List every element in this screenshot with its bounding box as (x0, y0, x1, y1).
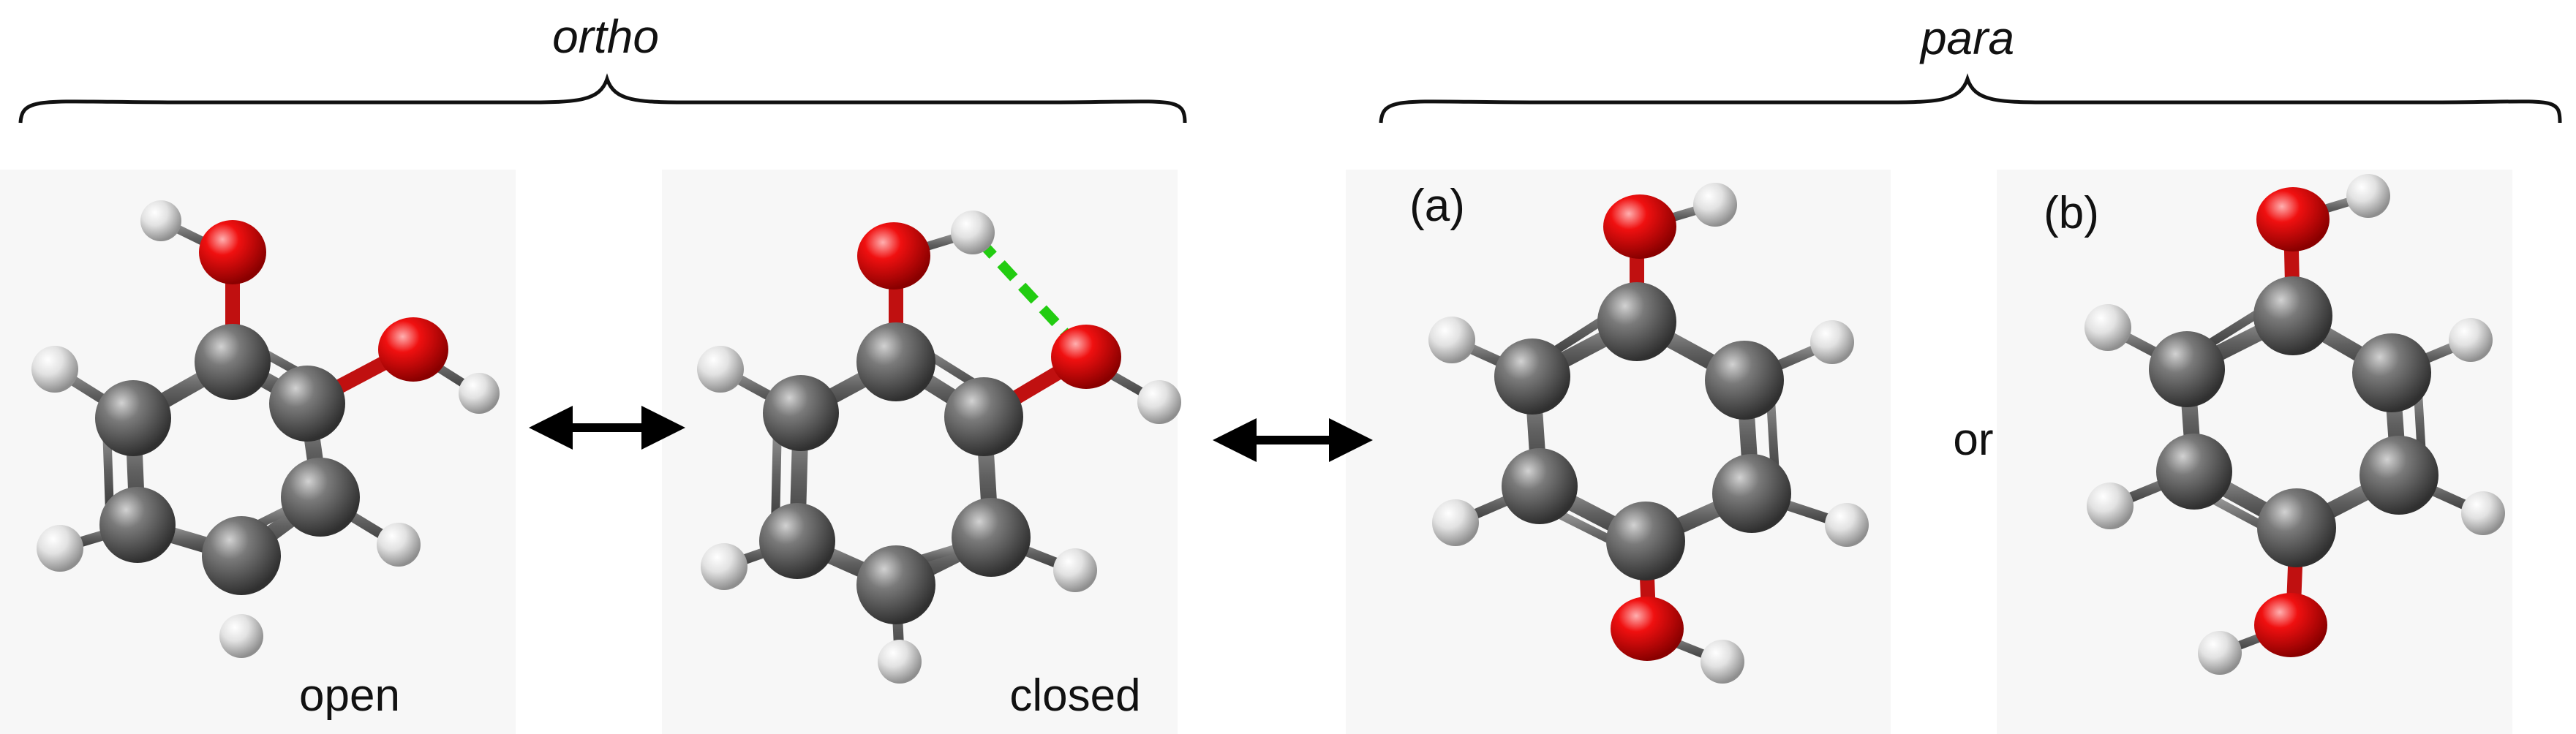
hydrogen-atom (1693, 183, 1737, 227)
hydrogen-atom (219, 614, 263, 658)
caption-open: open (299, 670, 400, 721)
carbon-atom (1502, 448, 1578, 524)
oxygen-atom (2256, 187, 2330, 251)
carbon-atom (1712, 454, 1791, 533)
hydrogen-atom (31, 346, 78, 393)
caption-b: (b) (2044, 188, 2099, 238)
hydrogen-atom (377, 523, 421, 567)
carbon-atom (2149, 331, 2225, 407)
hydrogen-bond (976, 238, 1080, 347)
carbon-atom (1705, 341, 1784, 420)
carbon-atom (856, 322, 935, 401)
oxygen-atom (2254, 593, 2327, 657)
carbon-atom (2253, 276, 2332, 355)
carbon-atom (1597, 282, 1676, 361)
hydrogen-atom (2449, 318, 2493, 362)
carbon-atom (1494, 338, 1570, 415)
ortho-brace (18, 73, 1187, 124)
hydrogen-atom (2346, 174, 2390, 218)
hydrogen-atom (2198, 631, 2242, 675)
hydrogen-atom (1825, 503, 1869, 547)
hydrogen-atom (2084, 304, 2131, 351)
carbon-atom (944, 377, 1023, 456)
para-label: para (1919, 12, 2014, 64)
molecule-ortho-open (31, 200, 500, 658)
carbon-atom (759, 503, 835, 579)
panel-para-a (1346, 170, 1891, 734)
hydrogen-atom (1137, 380, 1181, 424)
hydrogen-atom (701, 543, 747, 590)
hydrogen-atom (2087, 483, 2134, 529)
hydrogen-atom (951, 211, 995, 254)
hydrogen-atom (697, 346, 744, 393)
carbon-atom (952, 498, 1031, 577)
para-brace (1379, 73, 2562, 124)
carbon-atom (95, 380, 171, 456)
caption-a: (a) (1409, 181, 1465, 231)
carbon-atom (763, 375, 839, 451)
carbon-atom (281, 458, 360, 537)
hydrogen-atom (140, 200, 181, 241)
panel-para-b (1997, 170, 2512, 734)
oxygen-atom (1611, 597, 1684, 661)
molecule-para-b (2084, 174, 2505, 675)
carbon-atom (2352, 333, 2431, 412)
carbon-atom (2156, 434, 2232, 510)
caption-closed: closed (1009, 670, 1140, 721)
molecule-ortho-closed (697, 211, 1181, 684)
carbon-atom (202, 516, 281, 595)
hydrogen-atom (878, 640, 922, 684)
hydrogen-atom (1701, 640, 1744, 684)
carbon-atom (856, 545, 935, 624)
caption-or: or (1953, 415, 1993, 465)
hydrogen-atom (459, 373, 500, 414)
oxygen-atom (199, 220, 266, 284)
hydrogen-atom (1810, 320, 1854, 364)
hydrogen-atom (1432, 499, 1479, 546)
hydrogen-atom (2461, 491, 2505, 535)
hydrogen-atom (1053, 548, 1097, 592)
oxygen-atom (378, 317, 448, 382)
oxygen-atom (857, 222, 930, 290)
ortho-label: ortho (552, 10, 659, 63)
oxygen-atom (1051, 325, 1121, 389)
oxygen-atom (1603, 194, 1676, 259)
hydrogen-atom (1428, 317, 1475, 363)
carbon-atom (269, 366, 345, 442)
carbon-atom (195, 324, 271, 400)
carbon-atom (2257, 488, 2336, 567)
carbon-atom (2360, 436, 2438, 515)
molecule-para-a (1428, 183, 1869, 684)
carbon-atom (99, 487, 176, 563)
hydrogen-atom (37, 525, 83, 572)
carbon-atom (1606, 502, 1685, 580)
